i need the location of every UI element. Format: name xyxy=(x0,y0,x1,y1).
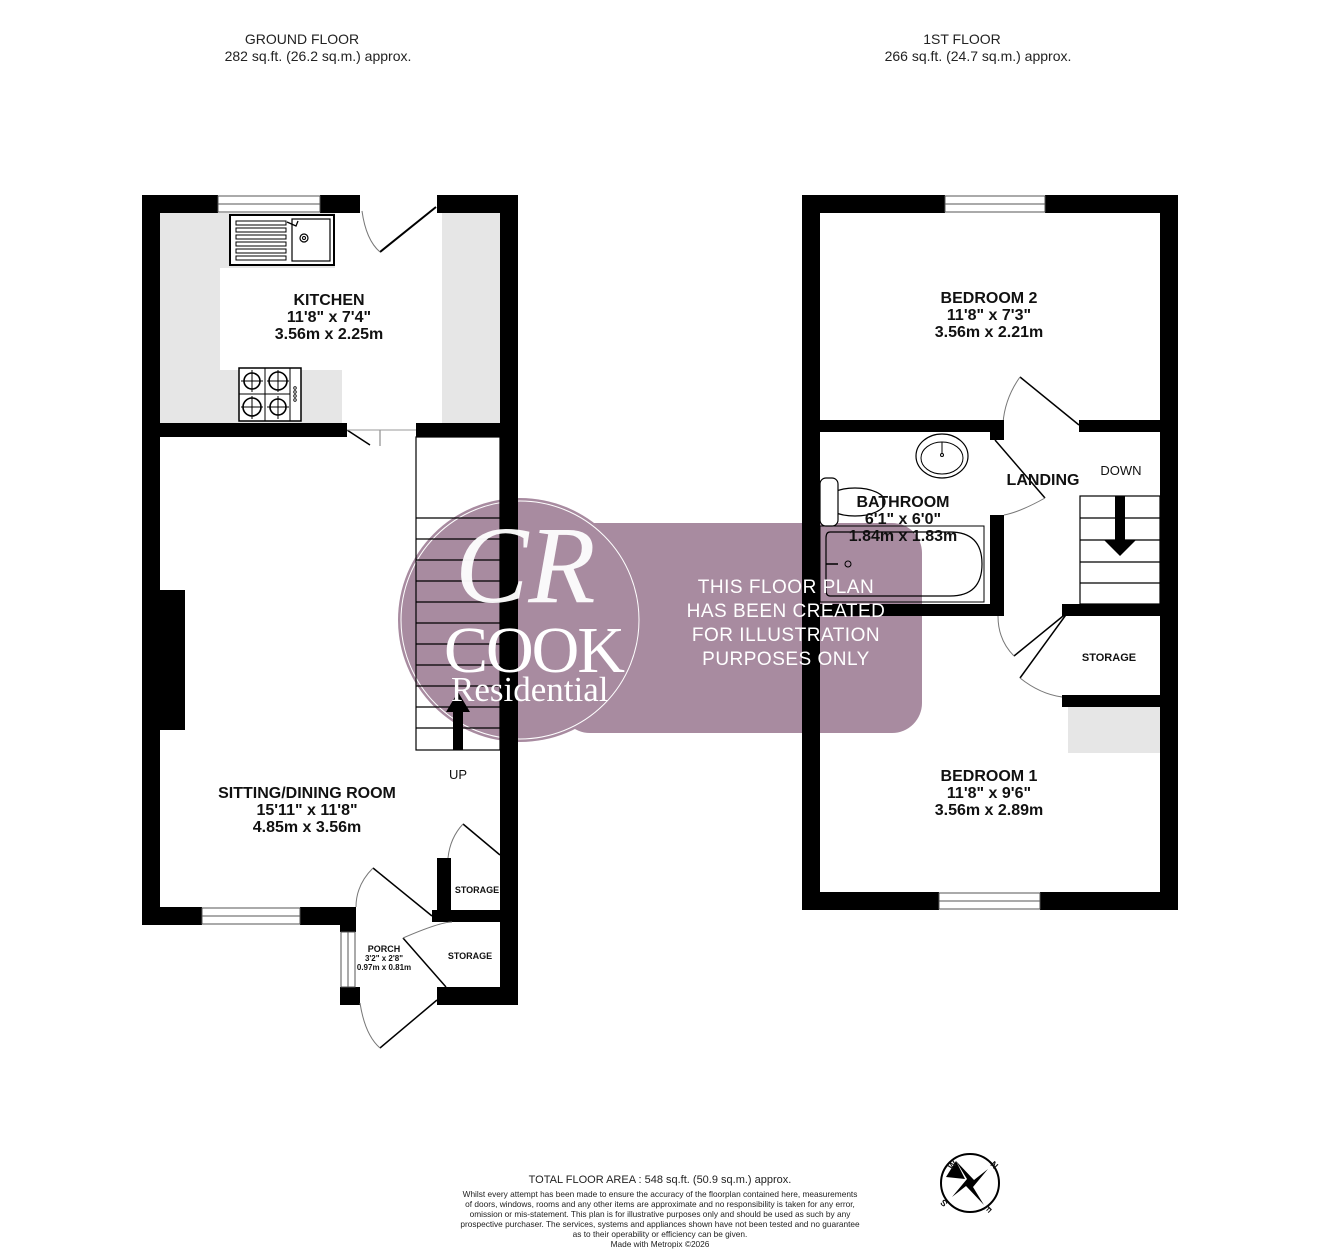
disclaimer: Whilst every attempt has been made to en… xyxy=(420,1189,900,1249)
disclaimer-line: of doors, windows, rooms and any other i… xyxy=(465,1199,855,1209)
ground-floor-area: 282 sq.ft. (26.2 sq.m.) approx. xyxy=(224,48,412,64)
first-floor-plan xyxy=(802,195,1178,910)
room-dim-imperial: 3'2" x 2'8" xyxy=(364,954,404,963)
room-dim-metric: 3.56m x 2.21m xyxy=(934,324,1044,341)
disclaimer-line: omission or mis-statement. This plan is … xyxy=(469,1209,851,1219)
room-name: BEDROOM 2 xyxy=(940,290,1038,307)
disclaimer-line: prospective purchaser. The services, sys… xyxy=(460,1219,860,1229)
staircase-up xyxy=(415,436,501,751)
room-name: PORCH xyxy=(367,944,401,954)
storage-label-ff: STORAGE xyxy=(1081,652,1137,664)
room-dim-metric: 4.85m x 3.56m xyxy=(252,819,362,836)
room-dim-imperial: 6'1" x 6'0" xyxy=(864,511,942,528)
room-label-sitting-dining: SITTING/DINING ROOM 15'11" x 11'8" 4.85m… xyxy=(218,785,396,836)
room-name: BATHROOM xyxy=(856,494,950,511)
disclaimer-line: Whilst every attempt has been made to en… xyxy=(462,1189,858,1199)
ground-floor-header: GROUND FLOOR 282 sq.ft. (26.2 sq.m.) app… xyxy=(168,31,468,65)
ground-floor-title: GROUND FLOOR xyxy=(244,31,360,47)
watermark-shape xyxy=(398,498,922,742)
room-dim-metric: 3.56m x 2.89m xyxy=(934,802,1044,819)
watermark-notice-line: THIS FLOOR PLAN xyxy=(697,577,875,598)
room-dim-metric: 0.97m x 0.81m xyxy=(356,963,412,972)
room-label-bedroom-1: BEDROOM 1 11'8" x 9'6" 3.56m x 2.89m xyxy=(935,768,1044,819)
room-label-bedroom-2: BEDROOM 2 11'8" x 7'3" 3.56m x 2.21m xyxy=(935,290,1044,341)
footer: TOTAL FLOOR AREA : 548 sq.ft. (50.9 sq.m… xyxy=(420,1173,900,1249)
room-dim-imperial: 11'8" x 7'3" xyxy=(946,307,1032,324)
room-label-porch: PORCH 3'2" x 2'8" 0.97m x 0.81m xyxy=(357,944,411,972)
first-floor-title: 1ST FLOOR xyxy=(923,31,1001,47)
room-dim-metric: 1.84m x 1.83m xyxy=(848,528,958,545)
metropix-credit: Made with Metropix ©2026 xyxy=(610,1239,710,1249)
total-floor-area: TOTAL FLOOR AREA : 548 sq.ft. (50.9 sq.m… xyxy=(528,1174,792,1186)
room-name: SITTING/DINING ROOM xyxy=(218,785,396,802)
ground-floor-plan xyxy=(142,195,518,1049)
watermark-brand: COOK xyxy=(444,614,625,687)
watermark-notice: THIS FLOOR PLAN HAS BEEN CREATED FOR ILL… xyxy=(646,576,926,672)
room-name: BEDROOM 1 xyxy=(940,768,1038,785)
disclaimer-line: as to their operability or efficiency ca… xyxy=(572,1229,748,1239)
watermark-sub-brand: Residential xyxy=(451,670,609,709)
room-label-bathroom: BATHROOM 6'1" x 6'0" 1.84m x 1.83m xyxy=(849,494,958,545)
storage-label-gf-2: STORAGE xyxy=(447,951,493,961)
first-floor-area: 266 sq.ft. (24.7 sq.m.) approx. xyxy=(884,48,1072,64)
compass-star-icon xyxy=(940,1153,1000,1213)
staircase-down xyxy=(1079,495,1161,605)
stairs-down-label: DOWN xyxy=(1100,463,1142,478)
room-dim-imperial: 11'8" x 7'4" xyxy=(286,309,372,326)
watermark-notice-line: HAS BEEN CREATED xyxy=(686,601,886,622)
watermark-notice-line: PURPOSES ONLY xyxy=(702,649,870,670)
watermark-monogram: CR xyxy=(455,504,596,626)
room-dim-imperial: 15'11" x 11'8" xyxy=(256,802,358,819)
storage-label-gf-1: STORAGE xyxy=(454,885,500,895)
chimney-breast xyxy=(160,590,185,730)
room-name: KITCHEN xyxy=(293,292,365,309)
stairs-up-label: UP xyxy=(448,767,468,782)
landing-label: LANDING xyxy=(1006,472,1080,489)
kitchen-worktop-right xyxy=(442,213,500,423)
watermark-notice-line: FOR ILLUSTRATION xyxy=(691,625,881,646)
first-floor-header: 1ST FLOOR 266 sq.ft. (24.7 sq.m.) approx… xyxy=(828,31,1128,65)
room-label-kitchen: KITCHEN 11'8" x 7'4" 3.56m x 2.25m xyxy=(275,292,384,343)
room-dim-imperial: 11'8" x 9'6" xyxy=(946,785,1032,802)
room-dim-metric: 3.56m x 2.25m xyxy=(274,326,384,343)
